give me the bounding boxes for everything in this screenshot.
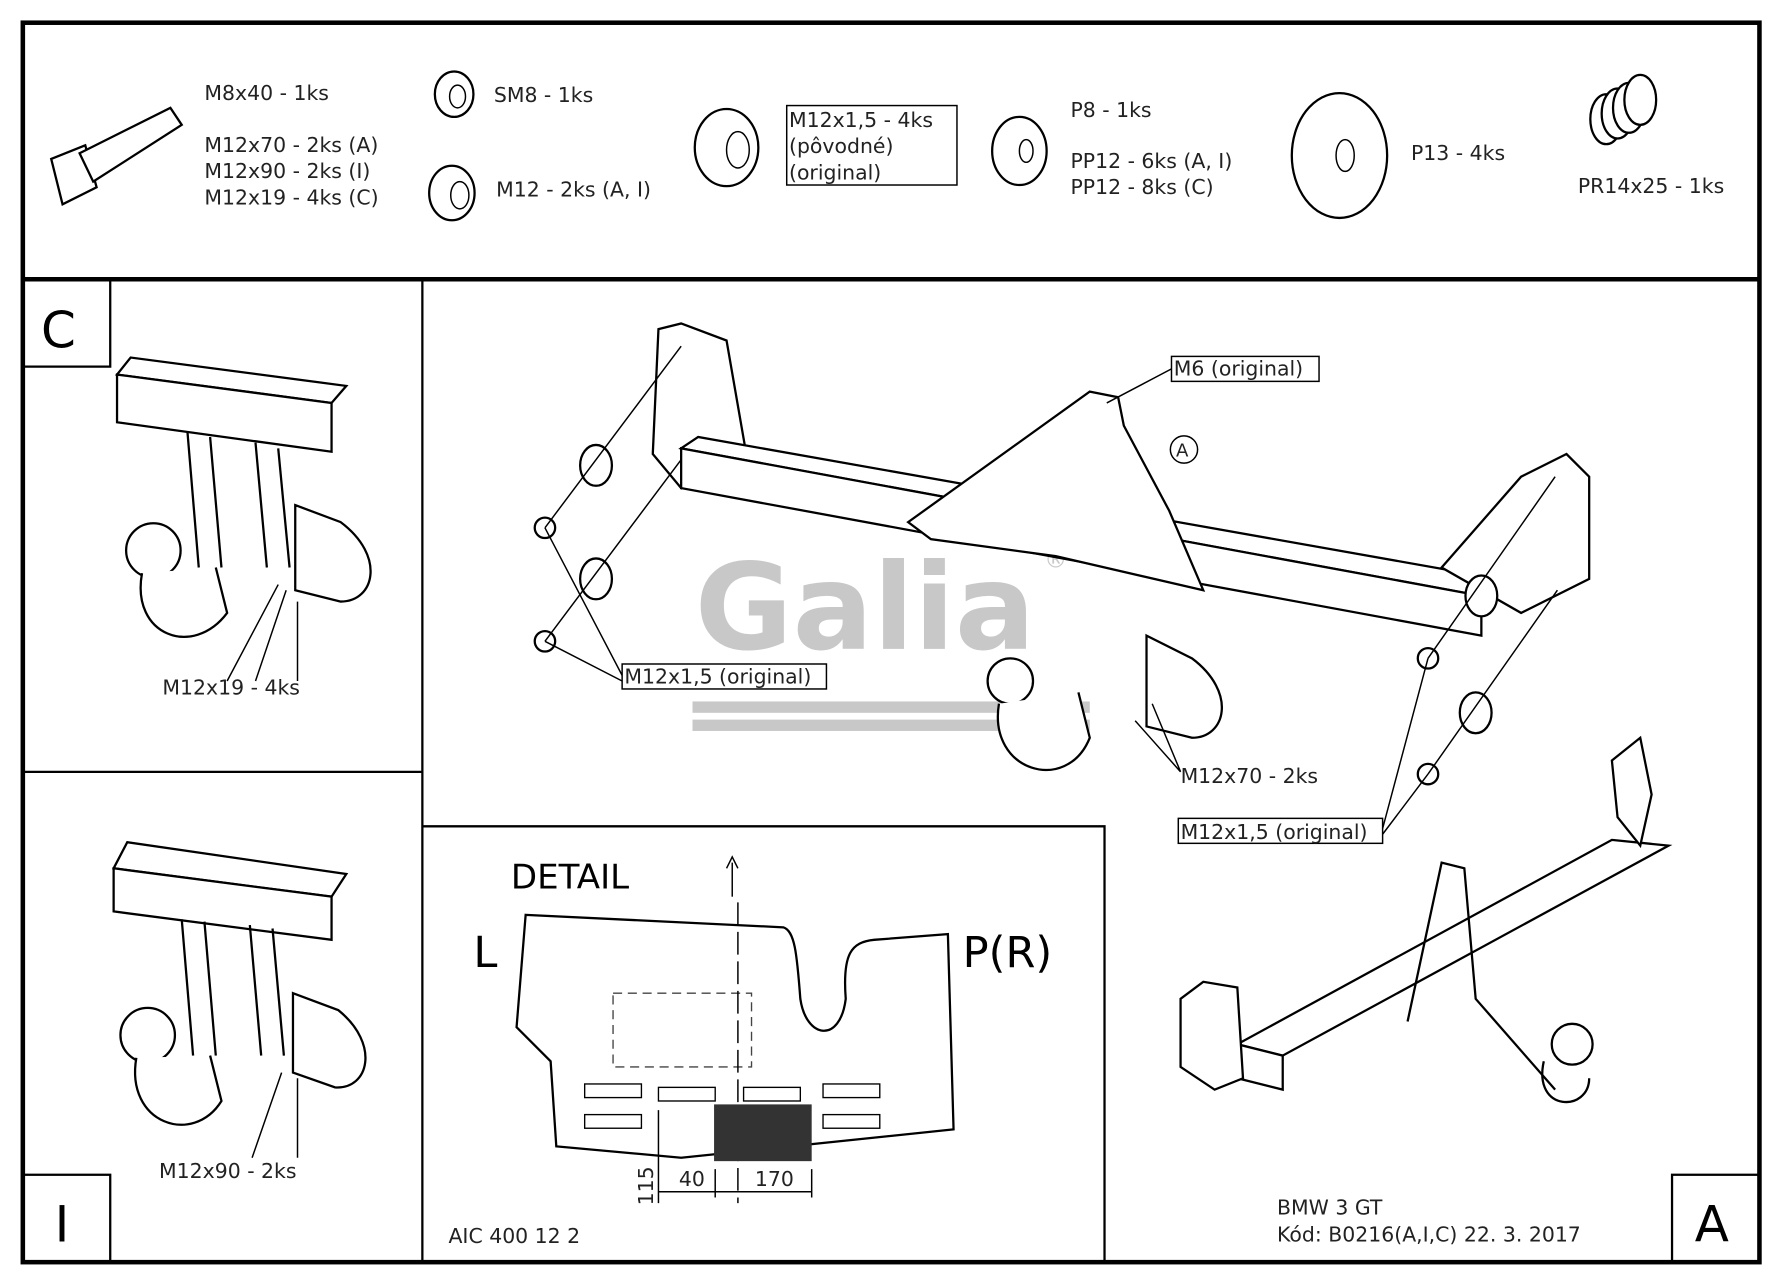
frame [20, 20, 1762, 1265]
bolt-label: M12x70 - 2ks (A) [204, 133, 378, 157]
title-block: BMW 3 GT Kód: B0216(A,I,C) 22. 3. 2017 A [1277, 1173, 1761, 1264]
dim-40: 40 [679, 1167, 705, 1191]
hardware-list: M8x40 - 1ks M12x70 - 2ks (A) M12x90 - 2k… [49, 70, 1724, 222]
dim-170: 170 [755, 1167, 794, 1191]
variant-i-bolt-label: M12x90 - 2ks [159, 1159, 297, 1183]
part-marker-a: A [1176, 440, 1189, 461]
bolt-label: M12x90 - 2ks (I) [204, 159, 370, 183]
spring-label: PR14x25 - 1ks [1578, 174, 1724, 198]
nut-icon [428, 164, 476, 222]
nut-sm8-label: SM8 - 1ks [494, 83, 593, 107]
m12x70-label: M12x70 - 2ks [1181, 764, 1319, 788]
m6-label: M6 (original) [1174, 357, 1303, 381]
main-exploded-view: M6 (original) A M12x1,5 (original) M12x7… [533, 322, 1591, 845]
variant-c-bolt-label: M12x19 - 4ks [162, 676, 299, 700]
dim-115: 115 [634, 1166, 658, 1205]
right-nuts-label: M12x1,5 (original) [1181, 820, 1368, 844]
product-code-date: Kód: B0216(A,I,C) 22. 3. 2017 [1277, 1223, 1581, 1247]
variant-c-letter: C [41, 301, 76, 359]
bolt-label: M8x40 - 1ks [204, 81, 329, 105]
detail-right-label: P(R) [963, 928, 1053, 978]
large-washer-label: P13 - 4ks [1411, 141, 1505, 165]
detail-title: DETAIL [511, 858, 629, 898]
variant-a-letter: A [1695, 1196, 1729, 1254]
bolt-label: M12x19 - 4ks (C) [204, 185, 378, 209]
flange-nut-label: (pôvodné) [789, 134, 893, 158]
washer-icon [578, 443, 1499, 735]
galia-watermark: Galia ® [692, 539, 1090, 731]
spring-icon [1589, 73, 1658, 146]
watermark-brand: Galia [695, 539, 1036, 678]
flange-nut-icon [693, 107, 760, 188]
washer-icon [991, 115, 1048, 187]
flange-nut-label-box [785, 104, 958, 186]
washer-label: PP12 - 8ks (C) [1070, 175, 1213, 199]
nut-icon [433, 70, 475, 119]
variant-c-panel: C M12x19 - 4ks [21, 278, 372, 700]
vehicle-model: BMW 3 GT [1277, 1195, 1383, 1219]
washer-label: PP12 - 6ks (A, I) [1070, 149, 1232, 173]
bolt-icon [49, 106, 184, 206]
flange-nut-label: M12x1,5 - 4ks [789, 108, 933, 132]
large-washer-icon [1290, 91, 1389, 220]
left-nuts-label: M12x1,5 (original) [624, 664, 811, 688]
washer-label: P8 - 1ks [1070, 98, 1151, 122]
detail-code: AIC 400 12 2 [448, 1224, 580, 1248]
cutout-area [714, 1104, 812, 1162]
detail-left-label: L [473, 928, 497, 978]
detail-panel: DETAIL L P(R) 40 170 115 AIC 400 12 2 [448, 855, 1053, 1248]
nut-m12-label: M12 - 2ks (A, I) [496, 177, 651, 201]
variant-i-panel: I M12x90 - 2ks [21, 840, 367, 1264]
flange-nut-label: (original) [789, 160, 881, 184]
assembled-view [1179, 735, 1673, 1104]
variant-i-letter: I [55, 1196, 70, 1254]
